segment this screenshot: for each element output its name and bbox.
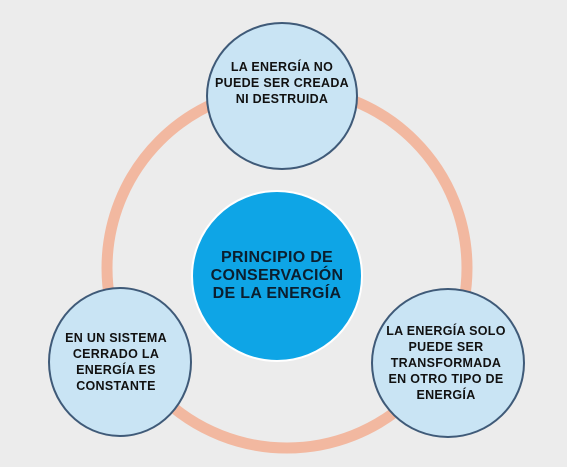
node-bottom-left: EN UN SISTEMA CERRADO LA ENERGÍA ES CONS… <box>48 287 192 437</box>
node-bottom-left-label: EN UN SISTEMA CERRADO LA ENERGÍA ES CONS… <box>65 331 167 393</box>
node-top: LA ENERGÍA NO PUEDE SER CREADA NI DESTRU… <box>206 22 358 170</box>
node-top-label: LA ENERGÍA NO PUEDE SER CREADA NI DESTRU… <box>215 60 349 106</box>
center-label: PRINCIPIO DE CONSERVACIÓN DE LA ENERGÍA <box>210 249 344 302</box>
node-bottom-right: LA ENERGÍA SOLO PUEDE SER TRANSFORMADA E… <box>371 288 525 438</box>
node-bottom-right-label: LA ENERGÍA SOLO PUEDE SER TRANSFORMADA E… <box>386 324 506 402</box>
center-circle: PRINCIPIO DE CONSERVACIÓN DE LA ENERGÍA <box>191 190 363 362</box>
